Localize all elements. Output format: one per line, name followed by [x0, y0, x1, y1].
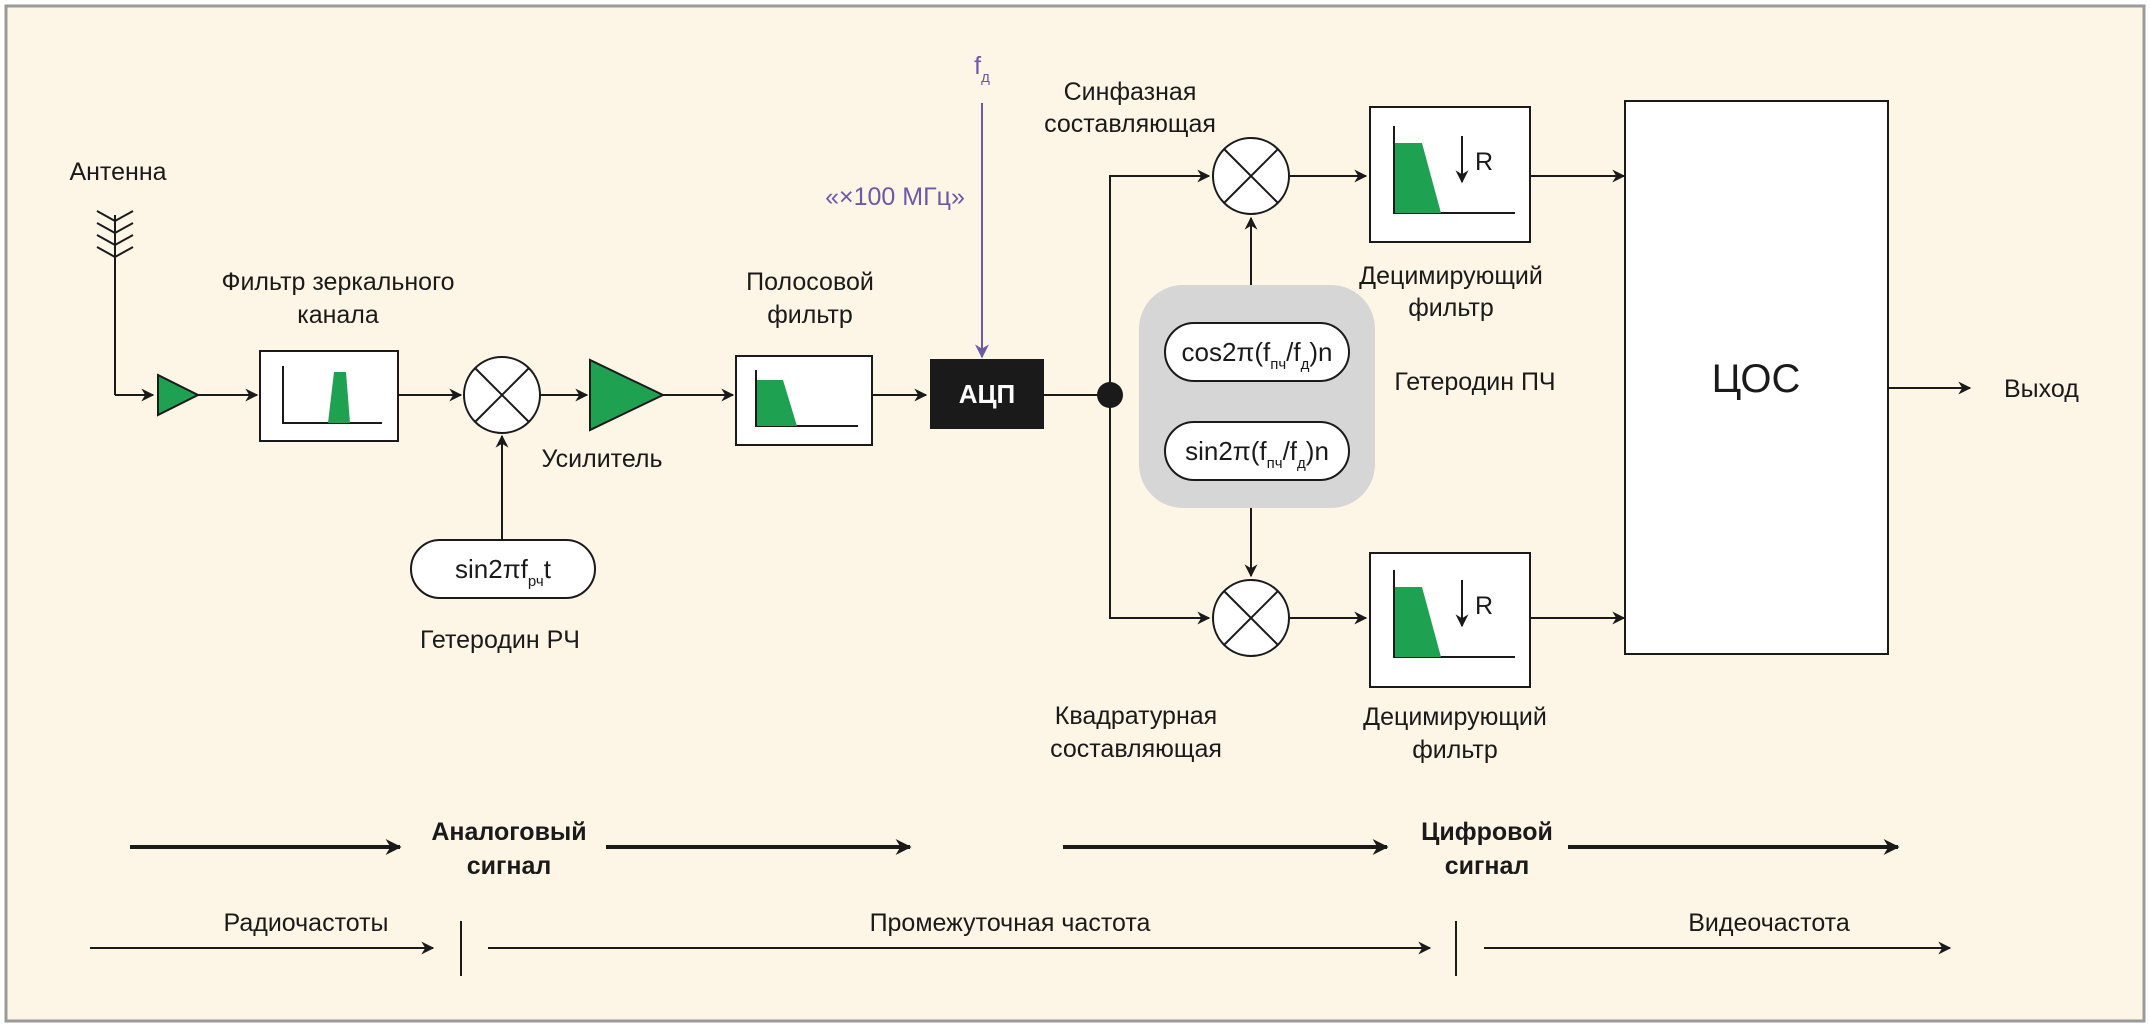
decimating-filter-q-block: R [1369, 552, 1531, 688]
dsp-block [1624, 100, 1889, 655]
q-mixer-icon [1212, 579, 1290, 657]
sample-rate-label: «×100 МГц» [825, 183, 965, 211]
lna-icon [157, 373, 201, 417]
i-mixer-icon [1212, 137, 1290, 215]
decimating-filter-i-r: R [1475, 148, 1493, 176]
decimating-filter-q-r: R [1475, 592, 1493, 620]
bandpass-label-1: Полосовой [746, 268, 874, 296]
antenna-icon [96, 210, 155, 402]
adc-label: АЦП [959, 379, 1015, 409]
quadrature-label-2: составляющая [1050, 735, 1222, 763]
dsp-label: ЦОС [1712, 357, 1801, 401]
sin-lo-block [1164, 421, 1350, 481]
antenna-label: Антенна [69, 158, 166, 186]
digital-label-1: Цифровой [1421, 818, 1553, 846]
digital-label-2: сигнал [1445, 852, 1530, 880]
rf-mixer-icon [463, 356, 541, 434]
quadrature-label-1: Квадратурная [1055, 702, 1217, 730]
cos-lo-block [1164, 322, 1350, 382]
decimating-filter-i-label-2: фильтр [1408, 294, 1494, 322]
image-filter-block [259, 350, 399, 442]
decimating-filter-i-block: R [1369, 106, 1531, 243]
decimating-filter-q-label-2: фильтр [1412, 736, 1498, 764]
image-filter-label-1: Фильтр зеркального [221, 268, 454, 296]
analog-label-1: Аналоговый [431, 818, 586, 846]
sin-lo-formula: sin2π(fпч/fд)n [1185, 436, 1329, 472]
if-band-label: Промежуточная частота [870, 909, 1151, 937]
video-band-label: Видеочастота [1688, 909, 1850, 937]
amplifier-icon [589, 358, 666, 432]
sample-freq-label: fд [974, 52, 990, 86]
amplifier-label: Усилитель [541, 445, 662, 473]
decimating-filter-i-label-1: Децимирующий [1359, 262, 1543, 290]
inphase-label-2: составляющая [1044, 110, 1216, 138]
bandpass-filter-block [735, 355, 873, 446]
rf-band-label: Радиочастоты [223, 909, 388, 937]
output-label: Выход [2004, 375, 2079, 403]
rf-lo-formula: sin2πfрчt [455, 554, 552, 590]
analog-label-2: сигнал [467, 852, 552, 880]
bandpass-label-2: фильтр [767, 301, 853, 329]
image-filter-label-2: канала [297, 301, 379, 329]
rf-lo-label: Гетеродин РЧ [420, 626, 580, 654]
inphase-label-1: Синфазная [1064, 78, 1197, 106]
decimating-filter-q-label-1: Децимирующий [1363, 703, 1547, 731]
cos-lo-formula: cos2π(fпч/fд)n [1181, 337, 1332, 373]
adc-block [930, 359, 1044, 429]
rf-lo-block [410, 539, 596, 599]
if-lo-label: Гетеродин ПЧ [1394, 368, 1555, 396]
